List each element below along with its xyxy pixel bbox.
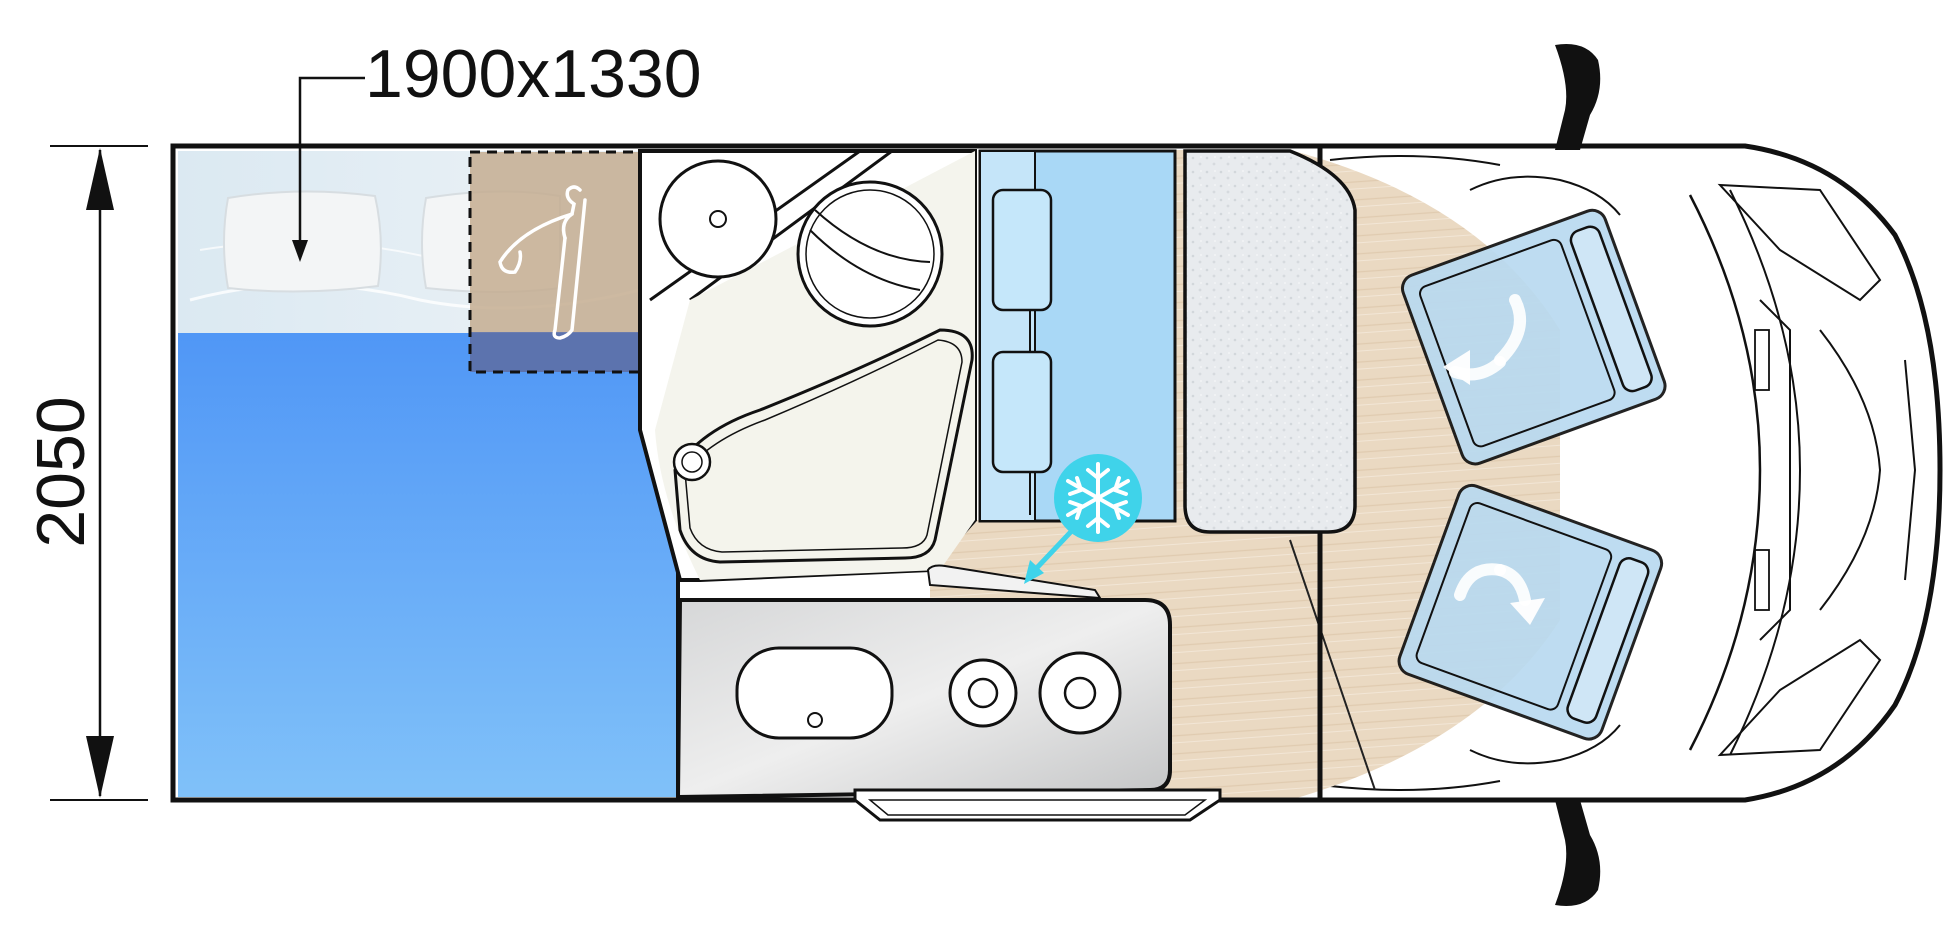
bed-size-label: 1900x1330 — [365, 36, 702, 112]
dinette-table — [1183, 149, 1357, 534]
shower-tray — [672, 328, 974, 564]
vehicle-width-label: 2050 — [23, 396, 99, 547]
bed-size-callout: 1900x1330 — [292, 36, 702, 262]
kitchen-sink — [735, 646, 894, 740]
wash-basin — [658, 159, 778, 279]
side-mirror-bottom — [1555, 800, 1601, 906]
rear-bed — [178, 150, 680, 797]
dinette-bench — [978, 149, 1177, 523]
hanger-icon — [498, 185, 587, 340]
hob-burner — [948, 658, 1018, 728]
seat-cushion — [991, 350, 1053, 474]
width-dimension: 2050 — [23, 145, 148, 801]
kitchen-counter — [675, 564, 1172, 800]
rotate-arrow-icon — [1443, 294, 1526, 385]
side-mirror-top — [1555, 44, 1601, 150]
rotate-arrow-icon — [1454, 563, 1545, 625]
bathroom — [638, 149, 977, 582]
toilet — [796, 180, 944, 328]
seat-cushion — [991, 188, 1053, 312]
wardrobe — [468, 150, 642, 374]
swivel-seat-driver — [1400, 208, 1667, 466]
hob-burner — [1038, 651, 1122, 735]
snowflake-icon — [1024, 454, 1142, 584]
swivel-seat-passenger — [1397, 483, 1664, 741]
entry-step — [853, 788, 1222, 822]
